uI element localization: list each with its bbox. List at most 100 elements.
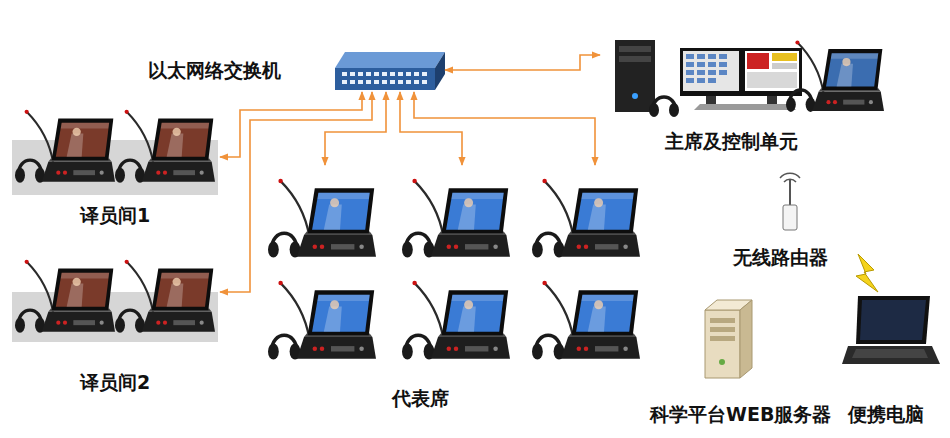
chair-control-unit [708,78,716,83]
chair-control-unit [697,78,705,83]
ethernet-switch [374,72,379,76]
ethernet-switch [398,72,403,76]
ethernet-switch [414,72,419,76]
ethernet-switch [366,80,371,84]
network-link [220,92,372,292]
chair-control-unit [708,62,716,67]
delegate-node: 代表席 [268,165,643,413]
interpreter-booth-2 [12,260,218,342]
booth-node: 译员间1 [12,88,220,230]
network-link [325,92,386,165]
device-label: 译员间2 [80,371,150,394]
ethernet-switch [342,72,347,76]
chair-control-unit [686,78,694,83]
wireless-link [856,254,878,292]
ethernet-switch [422,80,427,84]
chair-node: 主席及控制单元 [600,30,885,156]
delegate-units [402,179,510,258]
chair-control-unit [686,54,727,83]
device-label: 主席及控制单元 [665,130,798,153]
web-server [719,359,725,365]
interpreter-booth-2 [15,260,115,333]
label-holder: 无线路由器 [725,170,820,193]
delegate-units [532,281,640,360]
delegate-units [268,179,640,360]
chair-control-unit [649,103,659,117]
switch-node: 以太网络交换机 [140,45,445,92]
chair-control-unit [719,70,727,75]
ethernet-switch [358,80,363,84]
device-label: 便携电脑 [848,403,924,426]
network-link [414,92,595,165]
chair-control-unit [772,53,797,61]
chair-control-unit [772,63,797,69]
laptop [852,349,928,358]
delegate-units [268,179,376,258]
label-holder: 译员间2 [12,245,82,268]
ethernet-switch [335,68,435,90]
chair-control-unit [683,51,739,91]
device-label: 科学平台WEB服务器 [650,403,831,426]
ethernet-switch [342,80,347,84]
laptop [860,300,926,340]
chair-control-unit [786,40,884,111]
laptop [856,296,930,344]
chair-control-unit [708,54,716,59]
router-node: 无线路由器 [725,170,850,272]
ethernet-switch [366,72,371,76]
ethernet-switch [414,80,419,84]
ethernet-switch [390,80,395,84]
chair-control-unit [694,104,796,110]
network-link [445,55,600,70]
ethernet-switch [435,52,445,90]
server-node: 科学平台WEB服务器 [648,295,836,429]
ethernet-switch [406,80,411,84]
ethernet-switch [342,72,427,84]
chair-control-unit [680,48,742,96]
chair-control-unit [719,62,727,67]
interpreter-booth-2 [115,260,215,333]
ethernet-switch [335,52,445,68]
chair-control-unit [632,93,638,99]
web-server [710,336,735,341]
interpreter-booth-1 [12,110,218,195]
web-server [740,300,752,378]
interpreter-booth-1 [15,110,115,183]
chair-control-unit [747,53,769,69]
chair-control-unit [747,72,797,88]
network-link [220,92,362,157]
label-holder: 科学平台WEB服务器 [648,295,829,318]
chair-control-unit [742,48,802,96]
chair-control-unit [615,40,884,117]
laptop-node: 便携电脑 [838,290,943,429]
delegate-units [268,281,376,360]
web-server [705,300,752,378]
label-holder: 代表席 [268,165,325,188]
ethernet-switch [335,52,445,90]
device-label: 以太网络交换机 [148,59,281,82]
ethernet-switch [398,80,403,84]
network-link [400,92,462,165]
ethernet-switch [350,72,355,76]
label-holder: 以太网络交换机 [140,45,273,68]
ethernet-switch [350,80,355,84]
web-server [710,327,735,332]
chair-control-unit [686,54,694,59]
chair-control-unit [697,62,705,67]
label-holder: 便携电脑 [838,290,914,313]
delegate-units [532,179,640,258]
chair-control-unit [697,70,705,75]
wireless-router [784,179,796,182]
chair-control-unit [708,70,716,75]
device-label: 译员间1 [80,204,150,227]
wireless-router [783,205,797,230]
web-server [710,318,735,323]
booth-node: 译员间2 [12,245,220,397]
chair-control-unit [615,40,655,112]
label-holder: 译员间1 [12,88,82,111]
chair-control-unit [686,70,694,75]
chair-control-unit [767,96,777,104]
wireless-router [780,173,800,230]
chair-control-unit [686,62,694,67]
